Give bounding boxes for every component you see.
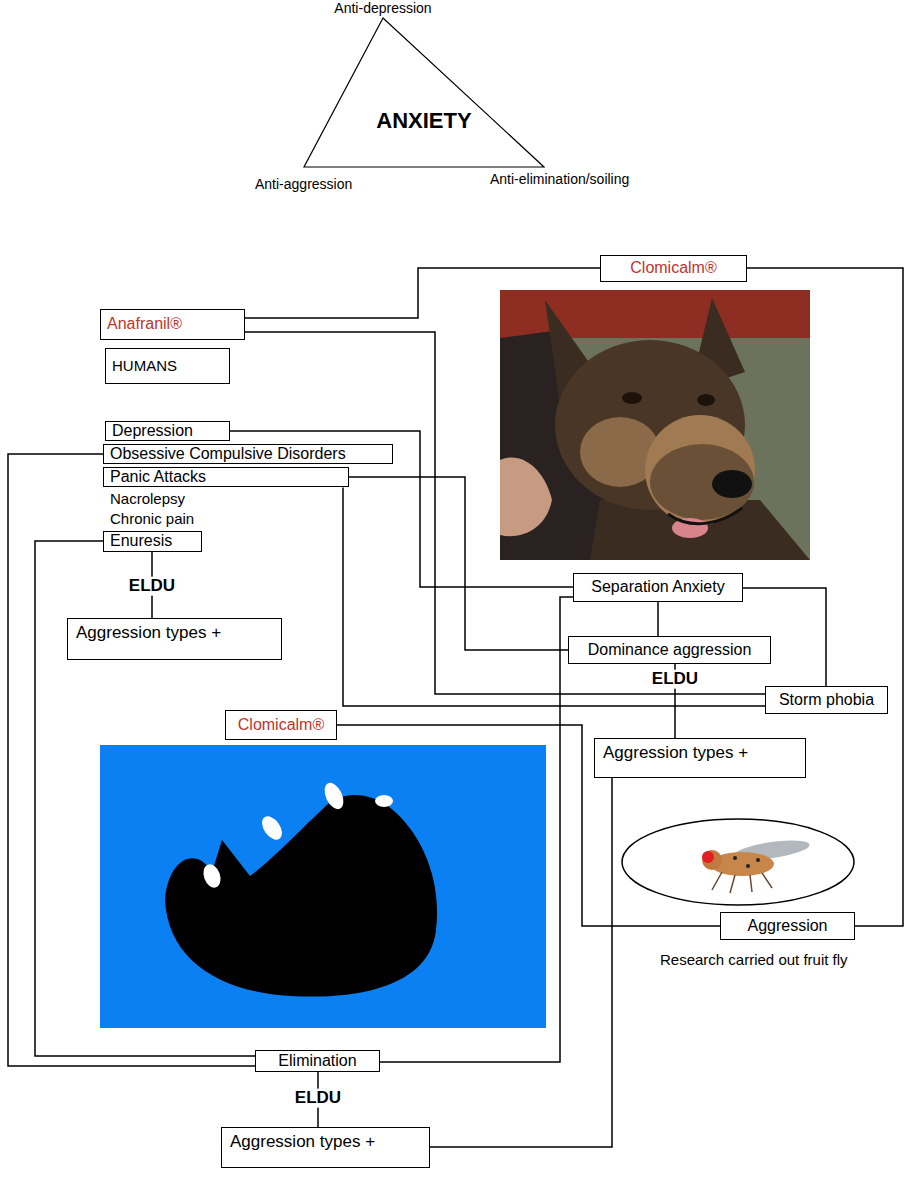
fly-head	[702, 850, 722, 870]
condition-box: Depression	[105, 421, 230, 441]
edge-label: ELDU	[292, 1089, 344, 1108]
condition-box: Separation Anxiety	[573, 573, 743, 602]
fly-eye	[702, 851, 714, 863]
drug-box: Clomicalm®	[600, 255, 747, 282]
fly-spot	[756, 858, 760, 862]
connector-line	[349, 477, 568, 650]
dog-muzzle	[650, 444, 754, 520]
connector-line	[343, 487, 765, 706]
cat-silhouette	[165, 795, 437, 997]
dog-nose	[712, 470, 752, 498]
fruit-fly-picture	[622, 819, 854, 905]
condition-box: Aggression	[720, 912, 855, 940]
box-label: Aggression types +	[230, 1132, 375, 1152]
triangle-shape	[304, 18, 544, 167]
edge-label: ELDU	[126, 577, 178, 596]
photo-wall	[500, 290, 810, 338]
dog-eye	[697, 394, 715, 406]
person-hand	[500, 457, 552, 536]
cat-paw	[375, 795, 393, 807]
drug-box: Clomicalm®	[225, 710, 337, 740]
connector-line	[747, 268, 903, 926]
box-label: Aggression	[747, 917, 827, 935]
condition-box: Storm phobia	[765, 686, 888, 714]
box-label: Storm phobia	[779, 691, 874, 709]
fly-legs	[712, 872, 772, 893]
caption-note: Research carried out fruit fly	[660, 951, 848, 968]
vertex-label: Anti-depression	[334, 0, 431, 16]
list-item: Nacrolepsy	[110, 490, 185, 507]
connector-line	[380, 597, 573, 1062]
box-label: Obsessive Compulsive Disorders	[110, 445, 346, 463]
aggression-box: Aggression types +	[594, 738, 806, 778]
box-label: Anafranil®	[107, 315, 182, 333]
connector-line	[430, 778, 612, 1147]
condition-box: Dominance aggression	[568, 636, 771, 664]
connector-line	[8, 454, 255, 1066]
fly-spot	[746, 864, 750, 868]
condition-box: Enuresis	[103, 531, 202, 552]
box-label: Aggression types +	[76, 623, 221, 643]
box-label: Enuresis	[110, 532, 172, 550]
triangle-node: ANXIETY	[303, 17, 545, 168]
drug-box: Anafranil®	[100, 309, 245, 340]
cat-paw	[321, 780, 347, 812]
box-label: Dominance aggression	[588, 641, 752, 659]
triangle-outline	[303, 17, 545, 168]
group-box: HUMANS	[105, 348, 230, 384]
edge-label: ELDU	[649, 670, 701, 689]
cat-paw	[200, 862, 223, 890]
cat-paw	[258, 813, 286, 843]
box-label: Separation Anxiety	[591, 578, 724, 596]
condition-box: Panic Attacks	[103, 467, 349, 487]
dog-photo	[500, 290, 810, 560]
box-label: Aggression types +	[603, 743, 748, 763]
condition-box: Obsessive Compulsive Disorders	[103, 444, 393, 464]
vertex-label: Anti-aggression	[255, 176, 352, 192]
vertex-label: Anti-elimination/soiling	[490, 171, 629, 187]
box-label: Elimination	[278, 1052, 356, 1070]
box-label: Panic Attacks	[110, 468, 206, 486]
cat-picture	[100, 745, 546, 1028]
fly-spot	[733, 856, 737, 860]
box-label: Clomicalm®	[238, 716, 324, 734]
condition-box: Elimination	[255, 1050, 380, 1072]
center-title: ANXIETY	[303, 108, 545, 133]
fly-frame	[622, 819, 854, 905]
photo-ground	[500, 290, 810, 560]
list-item: Chronic pain	[110, 510, 194, 527]
aggression-box: Aggression types +	[221, 1127, 430, 1168]
cat-ground	[100, 745, 546, 1028]
aggression-box: Aggression types +	[67, 618, 282, 660]
connector-line	[657, 602, 659, 636]
dog-cheek	[645, 415, 755, 525]
dog-eye	[622, 392, 642, 404]
connector-line	[245, 268, 600, 318]
box-label: Depression	[112, 422, 193, 440]
box-label: Clomicalm®	[630, 259, 716, 277]
dog-mouth	[668, 508, 742, 524]
box-label: HUMANS	[112, 357, 177, 374]
